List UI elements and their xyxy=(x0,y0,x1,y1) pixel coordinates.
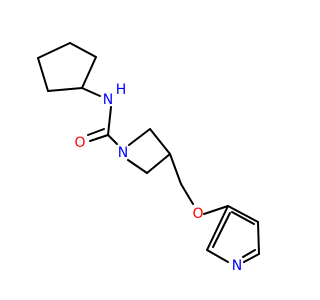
bond xyxy=(69,42,97,58)
atom-ether-o: O xyxy=(192,206,203,222)
bond xyxy=(257,221,260,255)
pyridine-ring xyxy=(206,205,260,263)
bond xyxy=(87,128,105,136)
bond xyxy=(212,212,231,248)
bond xyxy=(146,153,171,174)
bond xyxy=(169,153,182,185)
bond xyxy=(89,134,109,142)
bond xyxy=(107,106,112,136)
atom-nh-n: N xyxy=(103,92,113,108)
bond xyxy=(243,253,260,263)
bond xyxy=(242,249,256,258)
cyclopentyl-ring xyxy=(37,42,97,92)
azetidine-ring xyxy=(127,128,171,174)
bond xyxy=(37,42,71,59)
atom-nh-h: H xyxy=(116,82,127,98)
bond xyxy=(128,128,151,146)
bond xyxy=(206,249,229,263)
atom-pyridine-n: N xyxy=(232,258,242,274)
bond xyxy=(180,183,194,205)
bond xyxy=(37,57,49,92)
atom-azetidine-n: N xyxy=(118,145,128,161)
bond xyxy=(107,134,118,145)
bond xyxy=(227,205,259,223)
bond xyxy=(81,56,97,89)
molecule-canvas: N H O N O N xyxy=(37,42,260,274)
bond xyxy=(47,87,83,92)
bond xyxy=(203,205,229,215)
bond xyxy=(149,128,171,155)
bond xyxy=(127,159,148,174)
molecule-structure: N H O N O N xyxy=(37,42,260,274)
bond xyxy=(231,211,255,225)
bond xyxy=(206,205,229,251)
bond xyxy=(81,87,101,97)
atom-carbonyl-o: O xyxy=(74,135,85,151)
